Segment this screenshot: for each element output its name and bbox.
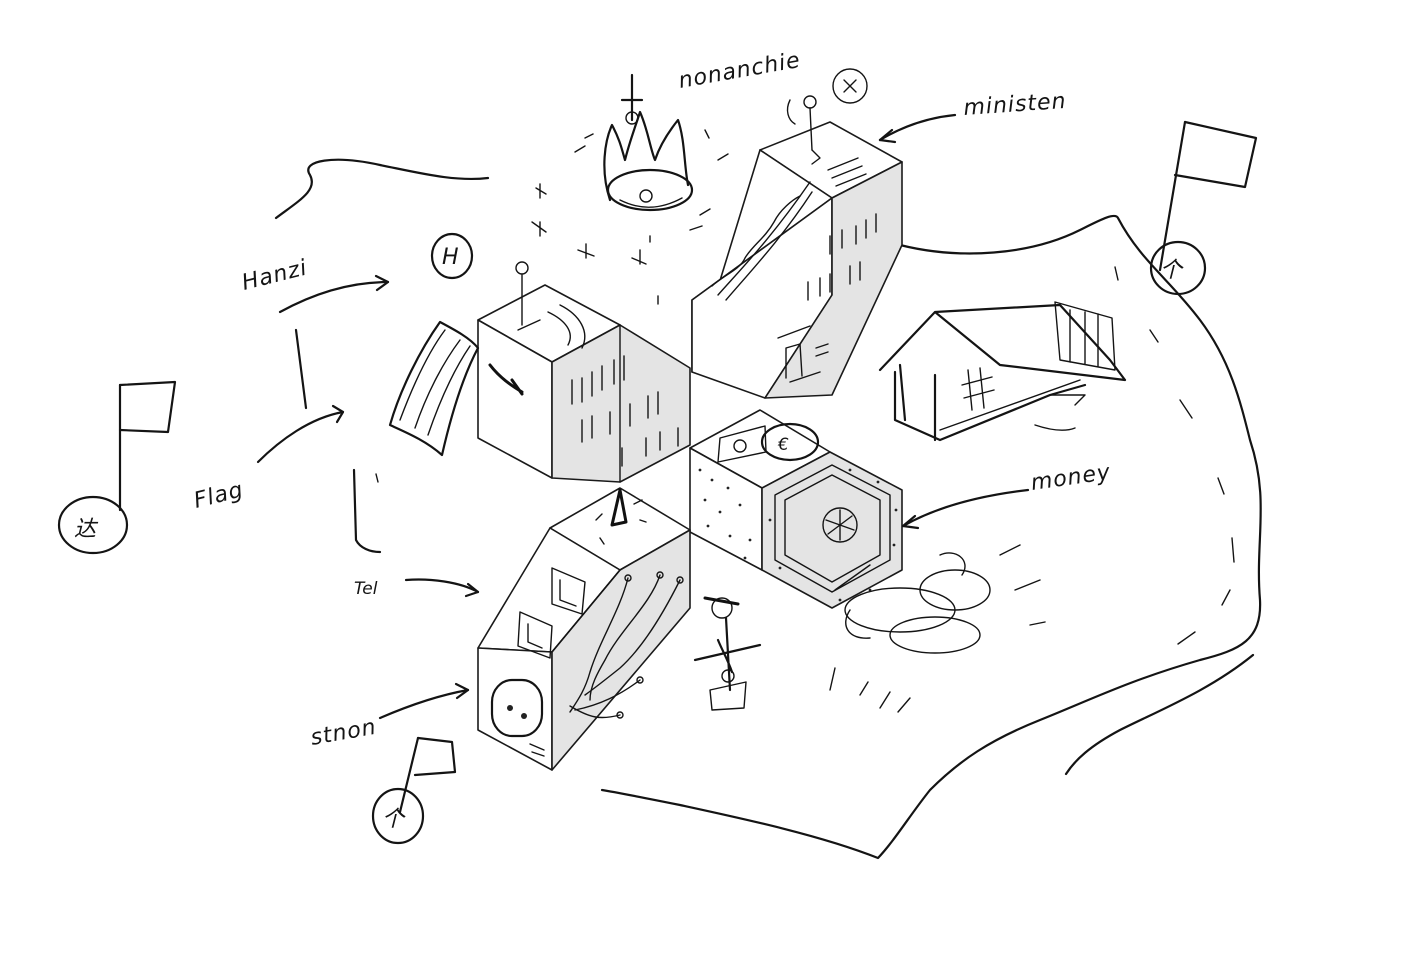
flag-left: 达: [57, 380, 177, 555]
label-tel: Tel: [354, 579, 378, 599]
minister-building: [691, 68, 903, 399]
capital-block: [477, 261, 691, 483]
house-drawing: [878, 301, 1127, 442]
national-flag-drawing: [388, 320, 480, 457]
river-dashes: [1114, 266, 1235, 645]
telecom-power-block: [477, 487, 691, 771]
annotation-arrows: [256, 113, 1030, 720]
crown-drawing: [531, 73, 729, 305]
coin-pile: [829, 544, 1046, 713]
euro-symbol: €: [777, 435, 789, 455]
label-flag: Flag: [191, 477, 246, 513]
flag-bottom-glyph: 个: [382, 807, 406, 832]
capital-badge-glyph: H: [442, 245, 460, 270]
money-block: €: [689, 409, 903, 609]
flag-top-right: 个: [1149, 120, 1258, 296]
country-border: [600, 214, 1262, 860]
flag-bottom: 个: [371, 736, 457, 845]
flag-top-right-glyph: 个: [1160, 258, 1184, 283]
label-hauptstadt: Hanzi: [239, 255, 310, 295]
label-monarchie: nonanchie: [677, 48, 803, 94]
stick-figure: [693, 596, 762, 711]
label-money: money: [1029, 460, 1112, 496]
label-strom: stnon: [309, 715, 379, 751]
label-minister: ministen: [963, 89, 1068, 121]
border-wave-left: [274, 158, 490, 220]
flag-left-glyph: 达: [74, 517, 99, 542]
capital-badge: H: [430, 232, 474, 280]
